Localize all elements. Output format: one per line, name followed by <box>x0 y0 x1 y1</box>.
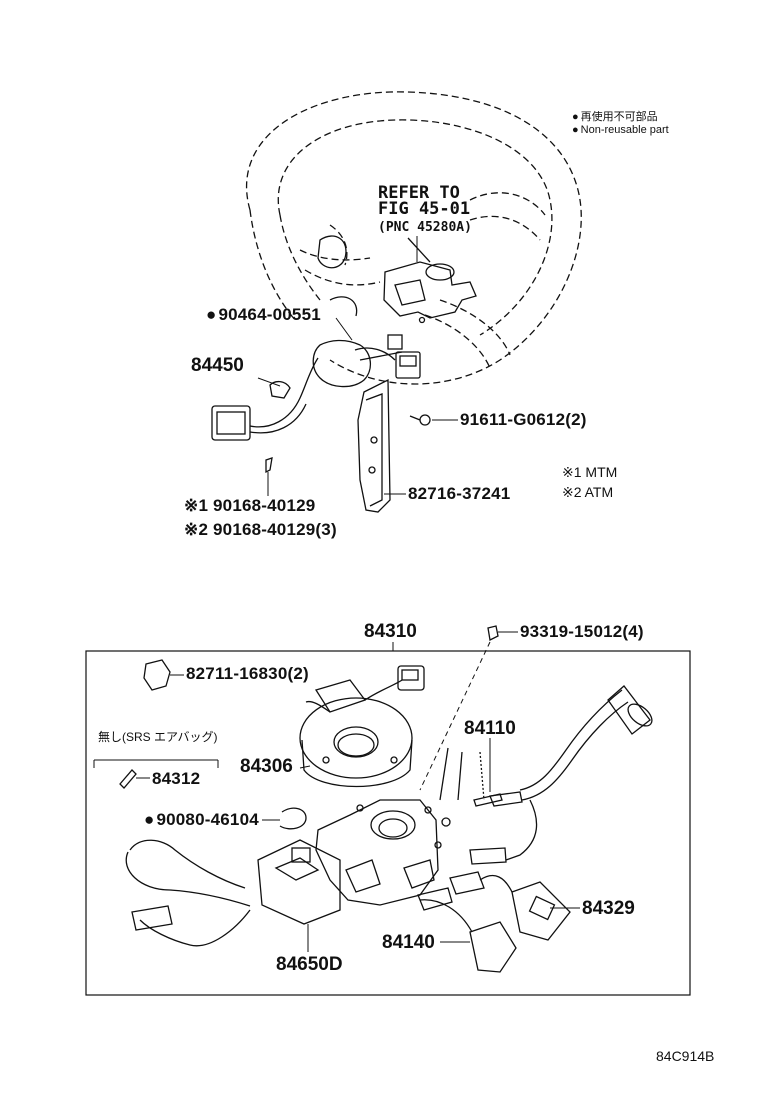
legend-jp: 再使用不可部品 <box>572 108 658 124</box>
no-srs-airbag-note: 無し(SRS エアバッグ) <box>98 730 218 744</box>
screw-90168 <box>265 457 273 474</box>
part-93319: 93319-15012(4) <box>520 622 644 641</box>
figure-code: 84C914B <box>656 1048 715 1064</box>
turn-signal-lever <box>125 839 341 952</box>
steering-wheel-outline <box>245 91 582 385</box>
bracket-82716 <box>357 378 391 513</box>
refer-line2: FIG 45-01 <box>378 199 471 219</box>
relay-84329 <box>449 871 580 941</box>
column-housing <box>383 237 477 324</box>
refer-line3: (PNC 45280A) <box>378 220 472 235</box>
part-84110: 84110 <box>464 718 516 739</box>
bolt-91611 <box>409 414 431 426</box>
part-90168-2: ※2 90168-40129(3) <box>184 520 337 539</box>
refer-line1: REFER TO <box>378 183 460 203</box>
part-84650D: 84650D <box>276 954 343 975</box>
part-84450: 84450 <box>191 355 244 376</box>
pin-84312 <box>93 759 219 789</box>
clip-90080 <box>262 807 307 830</box>
wiper-lever <box>469 685 653 865</box>
part-84329: 84329 <box>582 898 635 919</box>
combination-switch-body <box>315 799 451 906</box>
part-82711: 82711-16830(2) <box>186 664 309 683</box>
variant-atm: ※2 ATM <box>562 484 614 500</box>
spoke-decoration <box>317 235 358 317</box>
part-84310: 84310 <box>364 621 417 642</box>
part-90464: 90464-00551 <box>206 305 321 325</box>
upper-leaders <box>257 236 458 496</box>
variant-mtm: ※1 MTM <box>562 464 618 480</box>
part-84306: 84306 <box>240 756 293 777</box>
part-90080: 90080-46104 <box>144 810 259 830</box>
assembly-frame <box>85 650 691 996</box>
part-82716: 82716-37241 <box>408 484 511 503</box>
clip-82711 <box>143 659 184 691</box>
part-84312: 84312 <box>152 769 201 788</box>
screw-93319 <box>419 625 518 791</box>
part-90168-1: ※1 90168-40129 <box>184 496 316 515</box>
legend-en: Non-reusable part <box>572 124 669 136</box>
connector-84140 <box>417 887 517 973</box>
spiral-cable-84306 <box>299 665 425 788</box>
part-84140: 84140 <box>382 932 435 953</box>
part-91611: 91611-G0612(2) <box>460 410 587 429</box>
